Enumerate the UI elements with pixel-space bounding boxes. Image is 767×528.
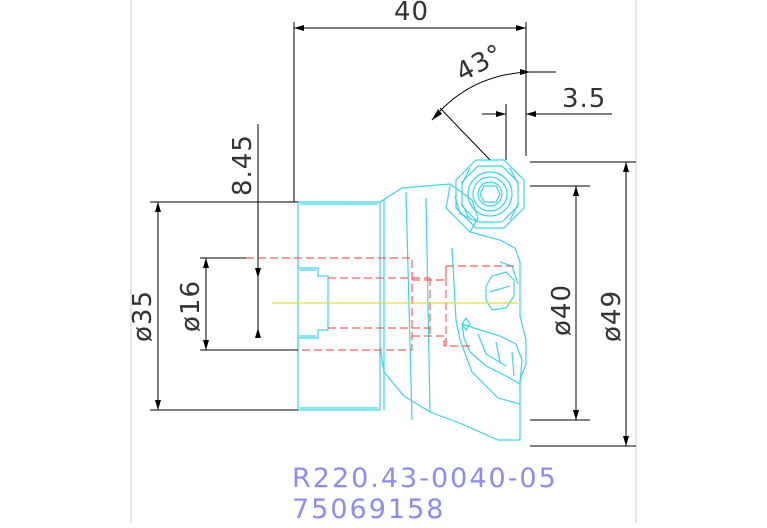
insert-top bbox=[455, 159, 525, 229]
tool-body bbox=[297, 159, 527, 441]
head-outline bbox=[379, 183, 527, 441]
dim-bore-diameter: ø16 bbox=[176, 280, 206, 332]
dim-offset: 3.5 bbox=[562, 84, 606, 114]
dim-max-diameter: ø49 bbox=[597, 290, 627, 342]
dim-shank-diameter: ø35 bbox=[128, 290, 158, 342]
hidden-lines bbox=[246, 257, 518, 351]
dim-overall-length: 40 bbox=[394, 0, 429, 27]
dimension-lines bbox=[150, 22, 636, 447]
dim-cut-diameter: ø40 bbox=[547, 284, 577, 336]
dim-axial: 8.45 bbox=[228, 134, 258, 196]
part-number: R220.43-0040-05 bbox=[292, 463, 558, 494]
catalog-number: 75069158 bbox=[292, 494, 445, 523]
